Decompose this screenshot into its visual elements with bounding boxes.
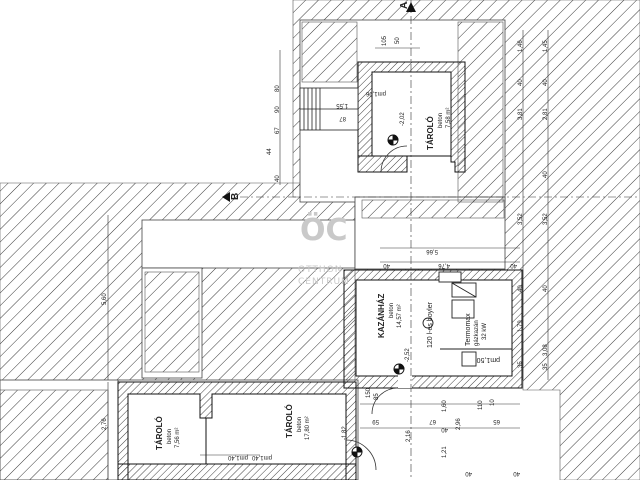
door-swings bbox=[345, 145, 408, 471]
dimension-label: 87 bbox=[339, 115, 346, 121]
dimension-label: 40 bbox=[513, 470, 520, 476]
dimension-label: 1,60 bbox=[442, 400, 448, 412]
dimension-label: 40 bbox=[510, 262, 517, 268]
room-area: 7,58 m² bbox=[446, 108, 452, 128]
dimension-label: 3,08 bbox=[543, 344, 549, 356]
dimension-label: 85 bbox=[374, 393, 380, 400]
room-area: 14,57 m² bbox=[397, 304, 403, 328]
room-material: beton bbox=[167, 429, 173, 444]
dimension-label: 1,21 bbox=[442, 446, 448, 458]
dimension-label: 65 bbox=[493, 418, 500, 424]
dimension-label: 2,81 bbox=[543, 108, 549, 120]
room-boiler: KAZÁNHÁZ beton 14,57 m² 120 l-es boyler … bbox=[377, 293, 500, 363]
boiler-symbol bbox=[422, 317, 434, 329]
watermark-logo: ÖC bbox=[300, 211, 348, 248]
watermark-line2: CENTRUM bbox=[298, 277, 350, 287]
dimension-label: 40 bbox=[543, 79, 549, 86]
dimension-label: 1,45 bbox=[543, 40, 549, 52]
dimension-label: 5,66 bbox=[426, 248, 438, 254]
dimension-label: 40 bbox=[383, 262, 390, 268]
equip-label-2: gázkazán bbox=[474, 320, 480, 346]
equipment bbox=[422, 271, 512, 367]
room-level: pm1,40 bbox=[227, 454, 248, 460]
room-material: beton bbox=[389, 303, 395, 318]
dimension-label: 3,52 bbox=[543, 213, 549, 225]
room-material: beton bbox=[297, 417, 303, 432]
dimension-label: 110 bbox=[478, 400, 484, 410]
room-elev: -2,02 bbox=[400, 112, 406, 126]
dimension-label: 2,76 bbox=[102, 418, 108, 430]
room-level: pm1,40 bbox=[251, 454, 272, 460]
dimension-labels: 105 50 80 90 67 44 40 1,55 87 1,46 1,45 … bbox=[102, 35, 549, 476]
room-area: 17,80 m² bbox=[305, 416, 311, 440]
dimension-label: 40 bbox=[543, 171, 549, 178]
dimension-label: 105 bbox=[382, 35, 388, 46]
room-level: pm1,50 bbox=[477, 356, 500, 363]
watermark-line1: OTTHON bbox=[298, 265, 343, 275]
dimension-label: 90 bbox=[275, 106, 281, 113]
room-mid-storage: TÁROLÓ beton 17,80 m² pm1,40 -1,82 bbox=[251, 404, 348, 460]
dimension-label: 40 bbox=[465, 470, 472, 476]
dimension-label: 40 bbox=[543, 285, 549, 292]
room-left-storage: TÁROLÓ beton 7,56 m² pm1,40 bbox=[155, 416, 248, 460]
top-storage-walls bbox=[357, 61, 466, 173]
room-name: TÁROLÓ bbox=[285, 404, 294, 438]
room-area: 7,56 m² bbox=[175, 428, 181, 448]
dimension-label: 59 bbox=[372, 418, 379, 424]
room-elev: -1,82 bbox=[342, 426, 348, 440]
room-top-storage: TÁROLÓ beton 7,58 m² pm1,96 -2,02 bbox=[365, 90, 452, 150]
equip-label-3: 32 kW bbox=[482, 323, 488, 340]
room-level: pm1,96 bbox=[365, 90, 386, 96]
dimension-label: 67 bbox=[429, 418, 436, 424]
dimension-label: 150 bbox=[366, 387, 372, 398]
boiler-label: 120 l-es boyler bbox=[427, 301, 434, 348]
dimension-label: 40 bbox=[275, 175, 281, 182]
dimension-label: 35 bbox=[543, 363, 549, 370]
dimension-label: 3,52 bbox=[518, 213, 524, 225]
room-material: beton bbox=[438, 113, 444, 128]
dimension-label: 3,81 bbox=[518, 108, 524, 120]
stairs bbox=[299, 87, 359, 131]
room-name: TÁROLÓ bbox=[426, 116, 435, 150]
dimension-label: 1,55 bbox=[336, 102, 348, 108]
room-elev: -2,52 bbox=[405, 348, 411, 362]
dimension-label: 1,46 bbox=[518, 40, 524, 52]
watermark: ÖC OTTHON CENTRUM bbox=[298, 211, 350, 287]
dimension-lines bbox=[107, 0, 640, 480]
section-markers: A B bbox=[222, 2, 416, 202]
dimension-label: 40 bbox=[518, 79, 524, 86]
dimension-label: 1,79 bbox=[518, 320, 524, 332]
dimension-label: 10 bbox=[490, 399, 496, 406]
section-b-label: B bbox=[230, 193, 241, 200]
dimension-label: 2,16 bbox=[406, 430, 412, 442]
dimension-label: 40 bbox=[441, 426, 448, 432]
dimension-label: 4,76 bbox=[438, 262, 450, 268]
room-name: TÁROLÓ bbox=[155, 416, 164, 450]
dimension-label: 40 bbox=[518, 285, 524, 292]
dimension-label: 50 bbox=[395, 37, 401, 44]
dimension-label: 44 bbox=[267, 148, 273, 155]
dimension-label: 67 bbox=[275, 127, 281, 134]
equip-label-1: Termomax bbox=[465, 313, 472, 346]
boiler-room-walls bbox=[343, 269, 523, 389]
dimension-label: 5,60 bbox=[102, 293, 108, 305]
room-name: KAZÁNHÁZ bbox=[377, 293, 386, 338]
section-a-label: A bbox=[399, 2, 410, 9]
level-markers bbox=[351, 134, 405, 458]
dimension-label: 35 bbox=[518, 361, 524, 368]
dimension-label: 2,96 bbox=[456, 418, 462, 430]
bottom-storage-walls bbox=[117, 381, 357, 480]
dimension-label: 80 bbox=[275, 85, 281, 92]
